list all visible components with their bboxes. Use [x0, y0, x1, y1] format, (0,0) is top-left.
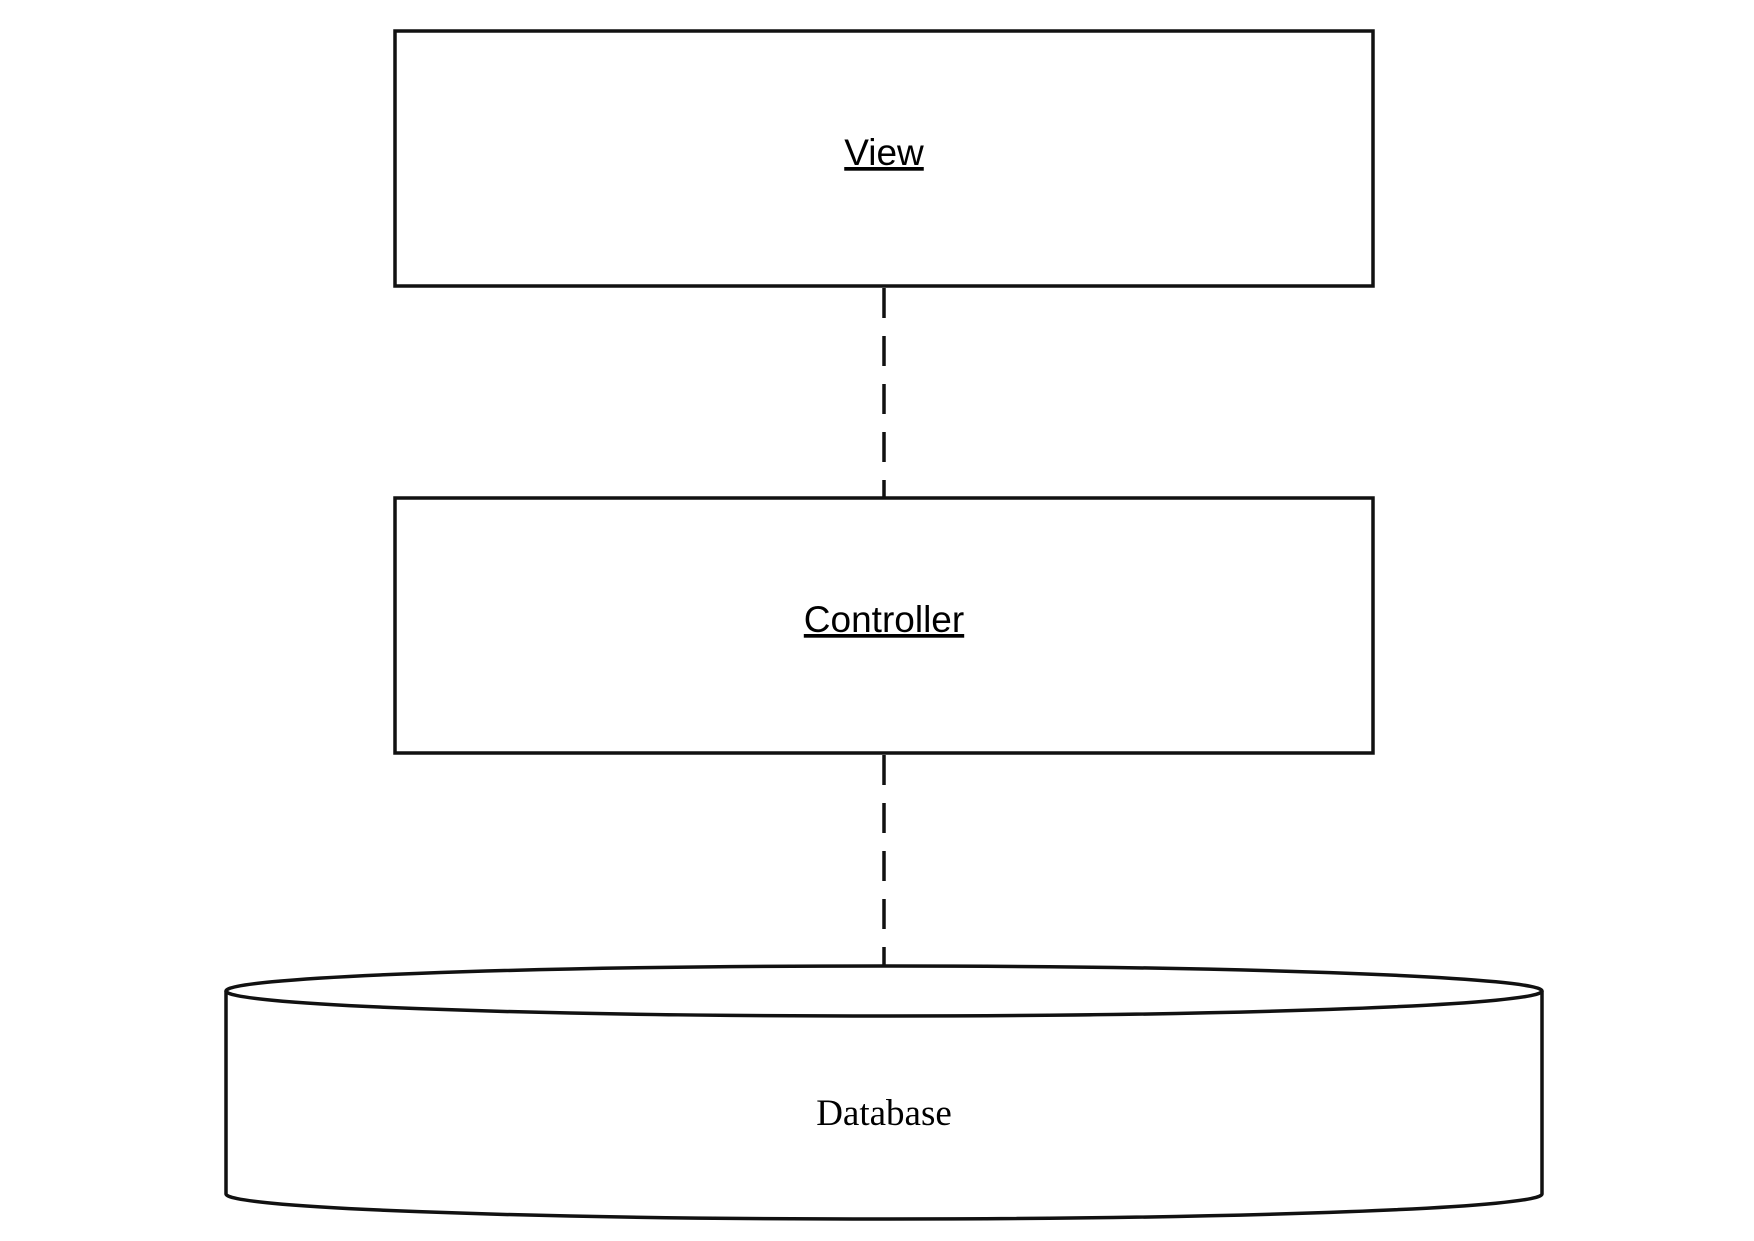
controller-node: Controller: [393, 496, 1375, 755]
database-cylinder-top: [224, 964, 1544, 1018]
database-cylinder-body: [224, 991, 1544, 1221]
database-label: Database: [816, 1093, 952, 1134]
database-node: Database: [224, 964, 1544, 1221]
view-box: [393, 29, 1375, 288]
view-node: View: [393, 29, 1375, 288]
view-label: View: [844, 132, 924, 173]
controller-label: Controller: [804, 599, 964, 640]
controller-box: [393, 496, 1375, 755]
